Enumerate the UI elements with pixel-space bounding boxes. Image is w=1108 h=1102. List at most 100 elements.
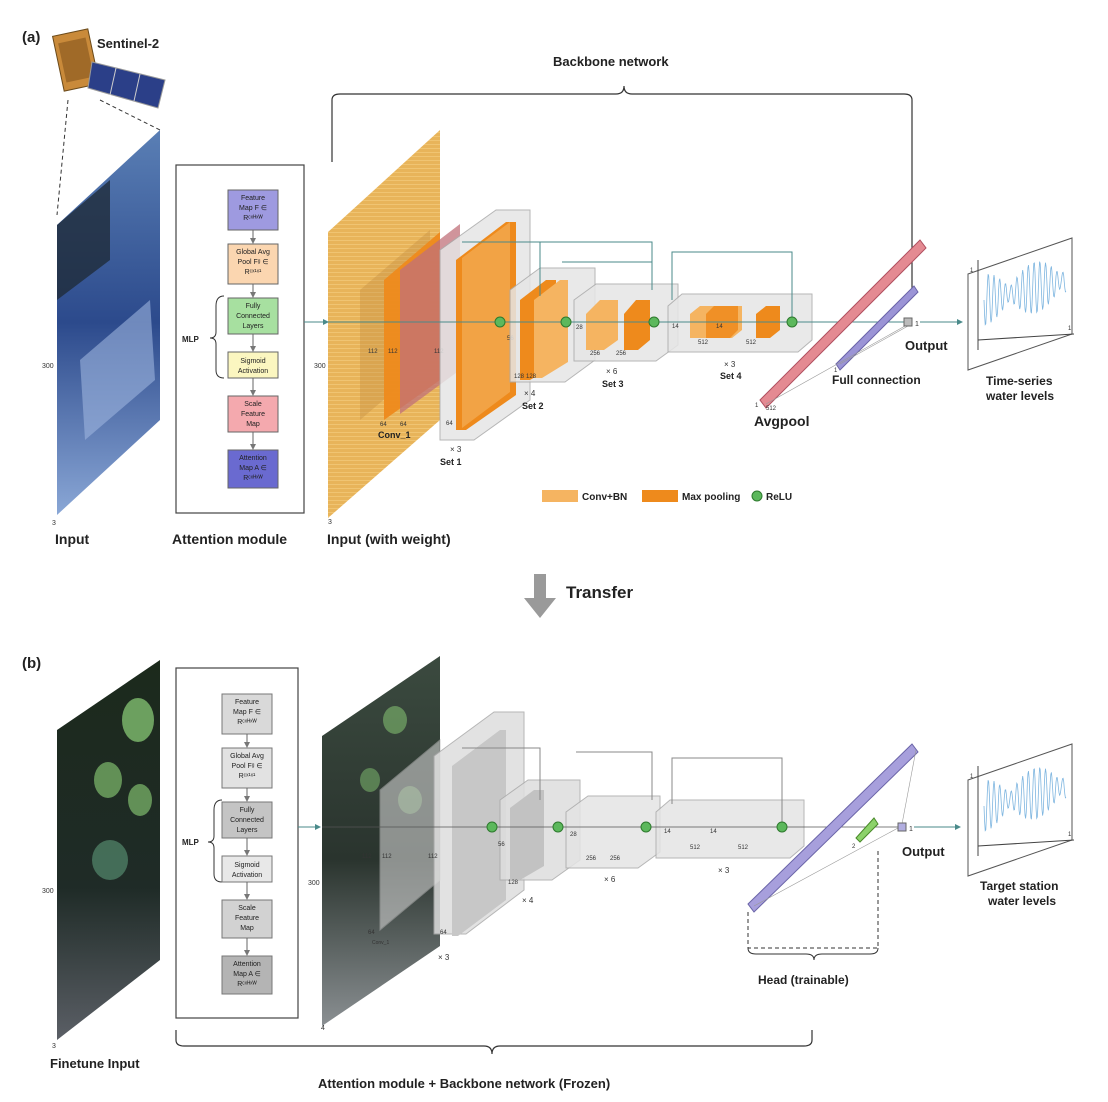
b-dim-64a: 64 [368, 930, 375, 936]
output-dim-1: 1 [915, 321, 919, 328]
b-mult-3a: × 3 [438, 953, 450, 962]
input-dim-3: 3 [52, 520, 56, 527]
ts-a-axis-top: 1 [970, 268, 974, 274]
svg-text:Sigmoid: Sigmoid [234, 862, 259, 869]
winput-dim-300: 300 [314, 363, 326, 370]
svg-text:Rᶜˣᴴˣᵂ: Rᶜˣᴴˣᵂ [237, 719, 257, 726]
skip-b-2 [576, 751, 653, 800]
full-connection-bar [835, 285, 919, 371]
set1-mult: × 3 [450, 445, 462, 454]
output-node-b [897, 822, 907, 832]
relu-node-3 [648, 316, 660, 328]
head-label: Head (trainable) [758, 973, 849, 987]
set3-dim-256b: 256 [616, 351, 627, 357]
skip-b-1 [462, 747, 541, 800]
finetune-blob-3 [128, 784, 152, 816]
b-mult-4: × 4 [522, 896, 534, 905]
winput-dim-3: 3 [328, 519, 332, 526]
svg-text:Sigmoid: Sigmoid [240, 358, 265, 365]
input-label: Input [55, 531, 90, 547]
input-image-dark [57, 180, 110, 300]
head-link-1 [753, 827, 899, 907]
conv1-dim-112b: 112 [388, 349, 398, 355]
ts-b-axis-top: 1 [970, 774, 974, 780]
set1-block [439, 209, 531, 441]
svg-text:Scale: Scale [238, 905, 256, 912]
svg-text:Map F ∈: Map F ∈ [233, 709, 261, 716]
attn-box-feature-map: Feature Map F ∈ Rᶜˣᴴˣᵂ [227, 189, 279, 231]
set1-dim-64: 64 [446, 421, 453, 427]
svg-text:Activation: Activation [238, 368, 268, 375]
svg-text:Connected: Connected [236, 313, 270, 320]
finetune-blob-4 [92, 840, 128, 880]
attn-b-box-scale-feature-map: Scale Feature Map [221, 899, 273, 939]
relu-node-2 [560, 316, 572, 328]
attn-b-box-global-avg-pool: Global Avg Pool Fᵍ ∈ Rᶜˣ¹ˣ¹ [221, 747, 273, 789]
svg-text:Pool Fᵍ ∈: Pool Fᵍ ∈ [238, 259, 269, 266]
svg-text:Activation: Activation [232, 872, 262, 879]
attn-box-global-avg-pool: Global Avg Pool Fᵍ ∈ Rᶜˣ¹ˣ¹ [227, 243, 279, 285]
set4-label: Set 4 [720, 371, 742, 381]
fc-dim-1: 1 [834, 368, 838, 374]
b-dim-128: 128 [508, 880, 519, 886]
ts-b-axis-end: 1 [1068, 832, 1072, 838]
set4-mult: × 3 [724, 360, 736, 369]
svg-text:Fully: Fully [246, 303, 261, 310]
set2-dim-128b: 128 [526, 374, 537, 380]
head-avgpool-bar [747, 743, 919, 913]
output-label-b: Output [902, 844, 945, 859]
legend-relu-swatch [751, 490, 763, 502]
avgpool-bar [759, 239, 927, 409]
winput-b-dim-4: 4 [321, 1025, 325, 1032]
finetune-blob-1 [122, 698, 154, 742]
attn-b-box-attention-map: Attention Map A ∈ Rᶜˣᴴˣᵂ [221, 955, 273, 995]
input-image-urban [80, 300, 155, 440]
finetune-blob-2 [94, 762, 122, 798]
svg-text:Rᶜˣᴴˣᵂ: Rᶜˣᴴˣᵂ [243, 475, 263, 482]
b-mult-6: × 6 [604, 875, 616, 884]
satellite-icon [51, 28, 166, 109]
relu-node-1 [494, 316, 506, 328]
output-b-dim-1: 1 [909, 826, 913, 833]
fc-link-2 [839, 325, 909, 365]
svg-text:Feature: Feature [241, 411, 265, 418]
set4-dim-14a: 14 [672, 324, 679, 330]
fc-link-1 [765, 325, 906, 405]
input-dim-300: 300 [42, 363, 54, 370]
conv1-dim-64b: 64 [400, 422, 407, 428]
panel-a-label: (a) [22, 29, 40, 46]
b-dim-256a: 256 [586, 856, 597, 862]
legend-pool-label: Max pooling [682, 492, 740, 503]
b-dim-14a: 14 [664, 829, 671, 835]
b-dim-14b: 14 [710, 829, 717, 835]
relu-b-4 [776, 821, 788, 833]
avgpool-dim-512: 512 [766, 406, 777, 412]
set4-dim-512b: 512 [746, 340, 757, 346]
mlp-label-b: MLP [182, 838, 200, 847]
ts-label-1: Time-series [986, 374, 1053, 388]
frozen-label: Attention module + Backbone network (Fro… [318, 1076, 610, 1091]
attn-b-box-fully-connected: Fully Connected Layers [221, 801, 273, 839]
b-conv1-label: Conv_1 [372, 940, 389, 946]
svg-text:Map A ∈: Map A ∈ [239, 465, 267, 472]
satellite-label: Sentinel-2 [97, 36, 159, 51]
relu-b-3 [640, 821, 652, 833]
b-dim-256b: 256 [610, 856, 621, 862]
legend-conv-label: Conv+BN [582, 492, 627, 503]
attention-module-label: Attention module [172, 531, 287, 547]
svg-text:Feature: Feature [235, 915, 259, 922]
target-label-1: Target station [980, 879, 1058, 893]
b-dim-64b: 64 [440, 930, 447, 936]
attn-box-scale-feature-map: Scale Feature Map [227, 395, 279, 433]
attn-b-box-feature-map: Feature Map F ∈ Rᶜˣᴴˣᵂ [221, 693, 273, 735]
set3-label: Set 3 [602, 379, 624, 389]
time-series-plot-a [967, 237, 1075, 371]
set4-dim-512a: 512 [698, 340, 709, 346]
b-dim-112b: 112 [382, 854, 392, 860]
set2-label: Set 2 [522, 401, 544, 411]
finetune-dim-300: 300 [42, 888, 54, 895]
set3-mult: × 6 [606, 367, 618, 376]
b-dim-112c: 112 [428, 854, 438, 860]
target-label-2: water levels [987, 894, 1056, 908]
relu-b-2 [552, 821, 564, 833]
